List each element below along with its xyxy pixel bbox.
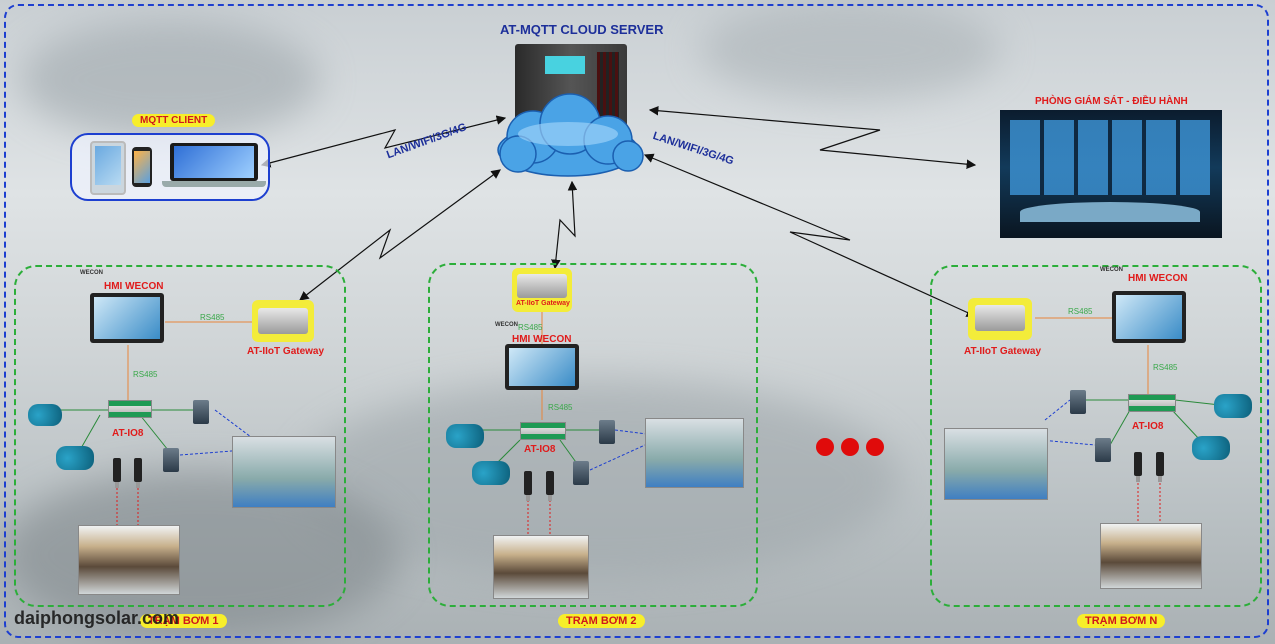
pressure-sensor-icon xyxy=(1134,452,1142,482)
station-n-gateway[interactable] xyxy=(975,305,1025,331)
wecon-logo: WECON xyxy=(1100,267,1123,273)
station-n-gateway-label: AT-IIoT Gateway xyxy=(964,346,1042,357)
station-n-hmi-label: HMI WECON xyxy=(1128,273,1188,284)
more-stations-dot xyxy=(816,438,834,456)
station-2-hmi-label: HMI WECON xyxy=(512,334,572,345)
pressure-sensor-icon xyxy=(1156,452,1164,482)
station-2-gateway-label: AT-IIoT Gateway xyxy=(516,300,570,307)
station-2-io8-label: AT-IO8 xyxy=(524,444,556,455)
wecon-logo: WECON xyxy=(80,270,103,276)
pressure-sensor-icon xyxy=(134,458,142,488)
station-n-rs485-b: RS485 xyxy=(1153,363,1178,372)
station-1-rs485-a: RS485 xyxy=(200,313,225,322)
station-n-io8-label: AT-IO8 xyxy=(1132,421,1164,432)
server-title: AT-MQTT CLOUD SERVER xyxy=(500,22,664,37)
control-room-label: PHÒNG GIÁM SÁT - ĐIỀU HÀNH xyxy=(1035,96,1188,107)
station-2-rs485-a: RS485 xyxy=(518,323,543,332)
station-1-io8-label: AT-IO8 xyxy=(112,428,144,439)
station-2-io8[interactable] xyxy=(520,422,566,440)
link-client-server xyxy=(260,115,507,168)
station-1-hmi[interactable] xyxy=(90,293,164,343)
mqtt-client-label: MQTT CLIENT xyxy=(132,114,216,127)
station-n-rs485-a: RS485 xyxy=(1068,307,1093,316)
pressure-sensor-icon xyxy=(113,458,121,488)
link-station1 xyxy=(299,169,501,301)
pump-icon xyxy=(28,404,62,426)
phone-icon xyxy=(132,147,152,187)
station-2-rs485-b: RS485 xyxy=(548,403,573,412)
cloud-icon xyxy=(497,93,644,177)
link-station3 xyxy=(643,153,977,317)
station-1-pump-room-photo xyxy=(232,436,336,508)
pump-icon xyxy=(446,424,484,448)
inverter-icon xyxy=(599,420,615,444)
station-2-name: TRẠM BƠM 2 xyxy=(558,614,645,628)
more-stations-dot xyxy=(841,438,859,456)
more-stations-dot xyxy=(866,438,884,456)
pressure-sensor-icon xyxy=(546,471,554,501)
station-2-pump-room-photo xyxy=(645,418,744,488)
inverter-icon xyxy=(163,448,179,472)
laptop-icon xyxy=(170,143,258,181)
station-n-boundary xyxy=(930,265,1262,607)
station-n-pump-room-photo xyxy=(944,428,1048,500)
control-room-photo xyxy=(1000,110,1222,238)
pressure-sensor-icon xyxy=(524,471,532,501)
station-1-boundary xyxy=(14,265,346,607)
inverter-icon xyxy=(573,461,589,485)
inverter-icon xyxy=(1095,438,1111,462)
station-n-io8[interactable] xyxy=(1128,394,1176,412)
station-1-floodgate-photo xyxy=(78,525,180,595)
tablet-icon xyxy=(90,141,126,195)
station-1-io8[interactable] xyxy=(108,400,152,418)
station-2-hmi[interactable] xyxy=(505,344,579,390)
system-boundary xyxy=(4,4,1269,638)
station-n-hmi[interactable] xyxy=(1112,291,1186,343)
station-n-floodgate-photo xyxy=(1100,523,1202,589)
station-1-hmi-label: HMI WECON xyxy=(104,281,164,292)
inverter-icon xyxy=(193,400,209,424)
station-2-gateway[interactable] xyxy=(517,274,567,298)
pump-icon xyxy=(1214,394,1252,418)
station-1-gateway[interactable] xyxy=(258,308,308,334)
link-station2 xyxy=(551,180,578,270)
inverter-icon xyxy=(1070,390,1086,414)
mqtt-client-box xyxy=(70,133,270,201)
watermark-text: daiphongsolar.com xyxy=(14,608,180,628)
wecon-logo: WECON xyxy=(495,322,518,328)
pump-icon xyxy=(56,446,94,470)
station-2-floodgate-photo xyxy=(493,535,589,599)
station-1-gateway-label: AT-IIoT Gateway xyxy=(247,346,325,357)
station-n-name: TRẠM BƠM N xyxy=(1077,614,1166,628)
station-1-rs485-b: RS485 xyxy=(133,370,158,379)
station-1-name: TRẠM BƠM 1 xyxy=(140,614,227,628)
station-2-boundary xyxy=(428,263,758,607)
pump-icon xyxy=(472,461,510,485)
pump-icon xyxy=(1192,436,1230,460)
